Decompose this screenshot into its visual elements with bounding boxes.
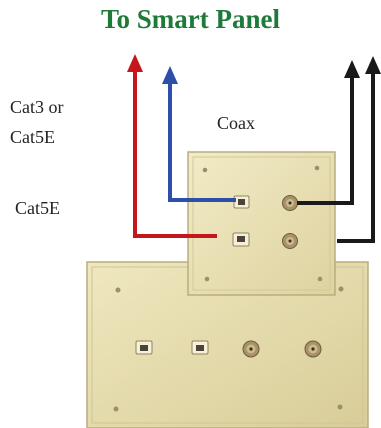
screw-icon [115,287,121,293]
wire-black-lower [337,56,381,243]
arrow-up-icon [365,56,381,74]
rj-jack-icon [233,195,250,209]
arrow-up-icon [344,60,360,78]
label-cat5e-lower: Cat5E [15,198,60,218]
diagram-title: To Smart Panel [100,4,280,34]
screw-icon [204,276,210,282]
wall-plate-small [187,151,336,296]
coax-connector-icon [282,233,298,249]
rj-jack-icon [135,340,153,355]
coax-connector-icon [304,340,322,358]
screw-icon [338,286,344,292]
screw-icon [113,406,119,412]
screw-icon [202,167,208,173]
screw-icon [314,165,320,171]
screw-icon [317,276,323,282]
coax-connector-icon [282,195,298,211]
wire-blue [162,66,236,202]
label-coax: Coax [217,113,255,133]
screw-icon [337,404,343,410]
rj-jack-icon [191,340,209,355]
label-cat3-or: Cat3 or [10,97,64,117]
arrow-up-icon [162,66,178,84]
wire-red [127,54,217,238]
arrow-up-icon [127,54,143,72]
label-cat5e-upper: Cat5E [10,127,55,147]
wire-black-upper [297,60,360,205]
coax-connector-icon [242,340,260,358]
rj-jack-icon [232,232,250,247]
